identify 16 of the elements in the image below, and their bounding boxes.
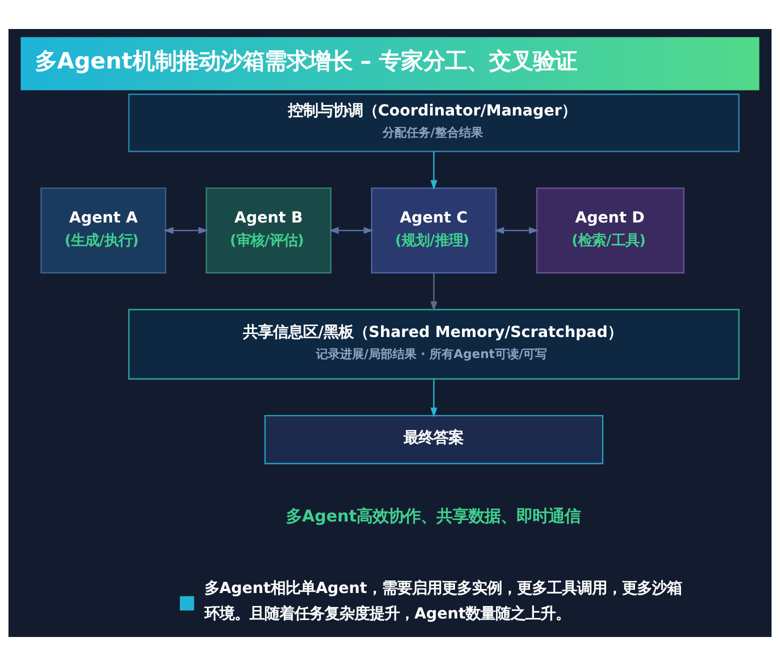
node-box: Agent A (生成/执行) <box>40 187 166 274</box>
node-box: 控制与协调（Coordinator/Manager） 分配任务/整合结果 <box>128 94 740 152</box>
arrow <box>494 227 539 234</box>
label: 多Agent相比单Agent，需要启用更多实例，更多工具调用，更多沙箱环境。且随着任务复杂度提升，Agent数量随之上升。 <box>204 579 682 623</box>
node-box: 最终答案 <box>264 414 604 464</box>
node-box: Agent D (检索/工具) <box>536 187 684 274</box>
label: 多Agent高效协作、共享数据、即时通信 <box>286 506 581 526</box>
diagram-title: 多Agent机制推动沙箱需求增长 – 专家分工、交叉验证 <box>34 48 578 74</box>
arrow <box>430 152 438 190</box>
node-box: Agent B (审核/评估) <box>206 187 332 274</box>
node-box: 共享信息区/黑板（Shared Memory/Scratchpad） 记录进展/局部结果 · 所有Agent可读/可写 <box>128 308 740 380</box>
node-box: Agent C (规划/推理) <box>370 187 497 274</box>
arrow <box>430 273 438 312</box>
arrow <box>164 227 208 234</box>
arrow <box>328 227 374 234</box>
arrow <box>430 378 438 418</box>
